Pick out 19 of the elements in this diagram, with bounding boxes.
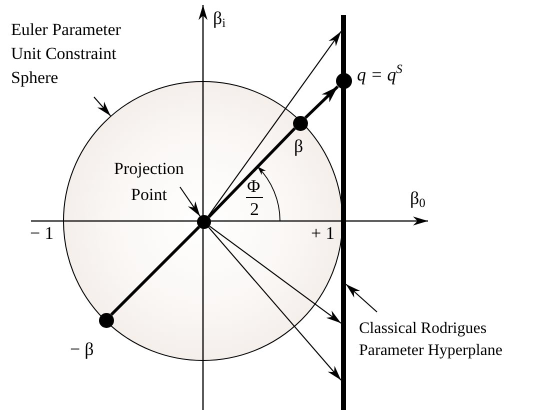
axis-label: Φ bbox=[247, 176, 260, 196]
leader-arrow bbox=[94, 96, 111, 116]
arrow bbox=[208, 226, 342, 380]
axis-label: 2 bbox=[250, 199, 259, 219]
point-label: − β bbox=[70, 339, 94, 359]
axis-label: β$_{0}$ bbox=[410, 188, 426, 212]
point-label: q = q$^{S}$ bbox=[357, 61, 402, 85]
callout-text: Projection Point bbox=[103, 156, 195, 206]
callout-text: Classical Rodrigues Parameter Hyperplane bbox=[359, 318, 537, 364]
arrow bbox=[304, 85, 339, 119]
callout-text: Euler Parameter Unit Constraint Sphere bbox=[11, 18, 146, 90]
leader-arrow bbox=[180, 186, 200, 217]
axis-label: + 1 bbox=[311, 223, 335, 243]
arrow bbox=[208, 31, 342, 217]
axis-label: − 1 bbox=[30, 223, 54, 243]
arrow bbox=[209, 226, 342, 324]
axis-label: β$_{i}$ bbox=[213, 8, 226, 32]
point-label: β bbox=[294, 136, 304, 156]
leader-arrow bbox=[346, 284, 378, 312]
